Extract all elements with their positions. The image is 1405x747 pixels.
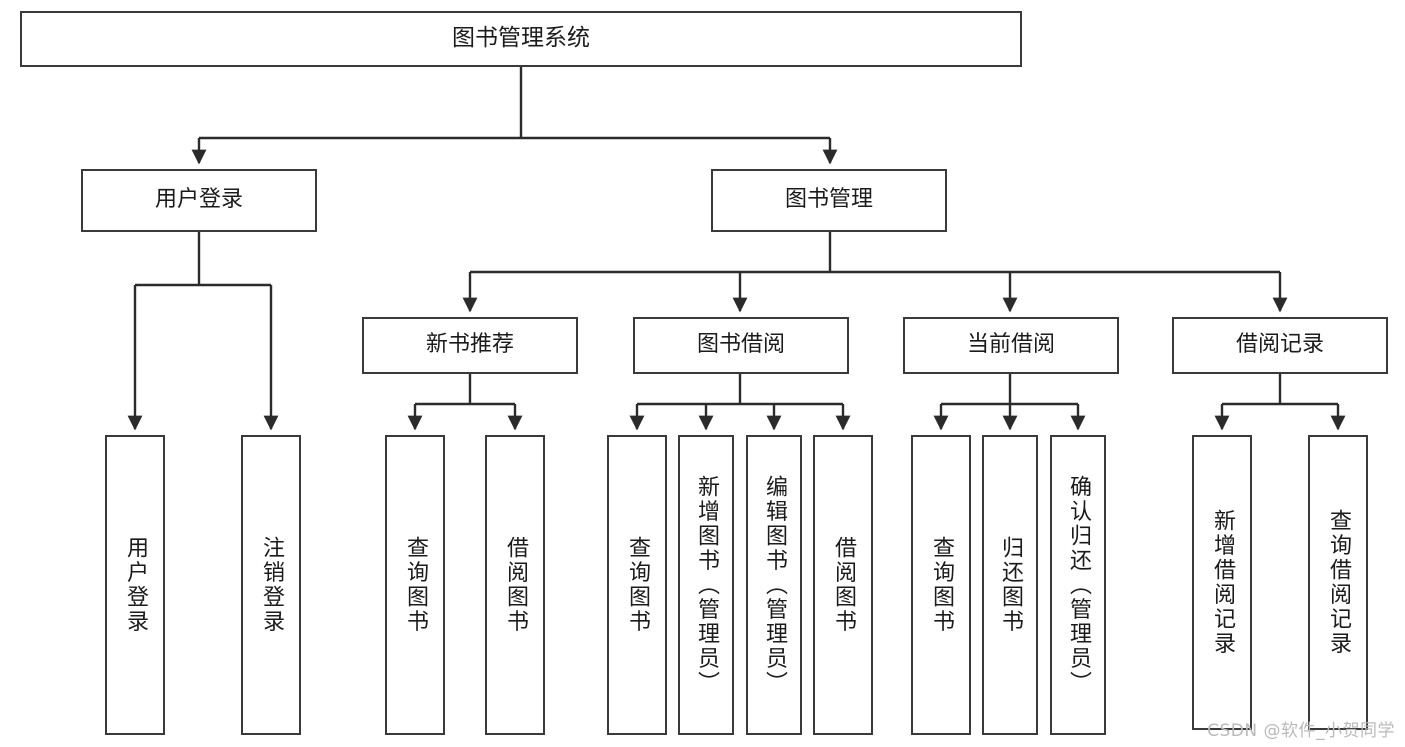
node-new-book-recommendation[interactable]: 新书推荐: [362, 317, 578, 374]
leaf-user-login[interactable]: 用户登录: [105, 435, 165, 735]
node-label: 借阅图书: [503, 536, 528, 634]
node-label: 借阅记录: [1235, 332, 1324, 358]
node-label: 编辑图书（管理员）: [762, 474, 787, 696]
node-label: 用户登录: [123, 536, 148, 634]
node-label: 注销登录: [259, 536, 284, 634]
leaf-logout[interactable]: 注销登录: [241, 435, 301, 735]
node-label: 用户登录: [154, 187, 243, 213]
leaf-query-book-current[interactable]: 查询图书: [911, 435, 971, 735]
node-label: 图书借阅: [696, 332, 785, 358]
leaf-edit-book-admin[interactable]: 编辑图书（管理员）: [746, 435, 802, 735]
node-borrowing-records[interactable]: 借阅记录: [1172, 317, 1388, 374]
leaf-borrow-book-recommend[interactable]: 借阅图书: [485, 435, 545, 735]
leaf-query-borrow-record[interactable]: 查询借阅记录: [1308, 435, 1368, 730]
csdn-watermark: CSDN @软件_小贺同学: [1207, 721, 1395, 741]
node-label: 新书推荐: [425, 332, 514, 358]
node-label: 图书管理系统: [452, 25, 590, 52]
node-user-login[interactable]: 用户登录: [81, 169, 317, 232]
node-current-borrowing[interactable]: 当前借阅: [903, 317, 1119, 374]
leaf-add-book-admin[interactable]: 新增图书（管理员）: [678, 435, 734, 735]
leaf-confirm-return-admin[interactable]: 确认归还（管理员）: [1050, 435, 1106, 735]
node-label: 新增借阅记录: [1210, 509, 1235, 656]
node-label: 查询借阅记录: [1326, 509, 1351, 656]
node-book-management[interactable]: 图书管理: [711, 169, 947, 232]
node-label: 当前借阅: [966, 332, 1055, 358]
node-label: 查询图书: [403, 536, 428, 634]
leaf-add-borrow-record[interactable]: 新增借阅记录: [1192, 435, 1252, 730]
node-label: 借阅图书: [831, 536, 856, 634]
node-label: 图书管理: [784, 187, 873, 213]
node-root-book-management-system[interactable]: 图书管理系统: [20, 11, 1022, 67]
leaf-query-book-recommend[interactable]: 查询图书: [385, 435, 445, 735]
node-label: 查询图书: [929, 536, 954, 634]
node-label: 归还图书: [998, 536, 1023, 634]
leaf-query-book-borrow[interactable]: 查询图书: [607, 435, 667, 735]
node-label: 查询图书: [625, 536, 650, 634]
node-book-borrowing[interactable]: 图书借阅: [633, 317, 849, 374]
leaf-borrow-book[interactable]: 借阅图书: [813, 435, 873, 735]
node-label: 新增图书（管理员）: [694, 474, 719, 696]
leaf-return-book[interactable]: 归还图书: [982, 435, 1038, 735]
node-label: 确认归还（管理员）: [1066, 474, 1091, 696]
